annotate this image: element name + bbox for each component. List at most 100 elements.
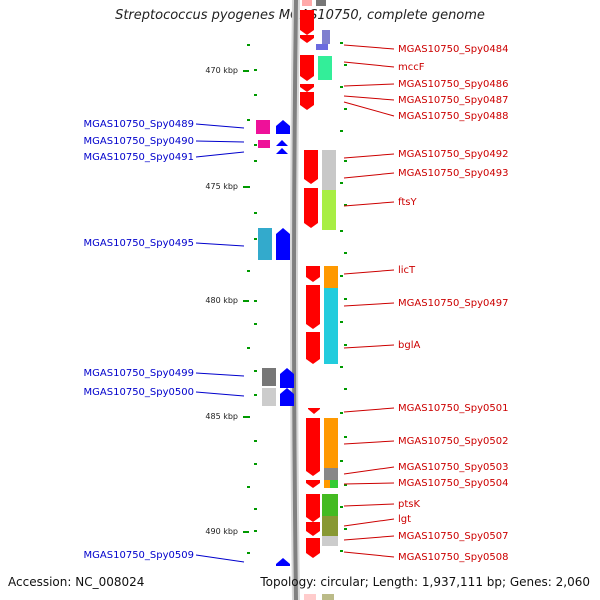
label-connector-right — [343, 61, 395, 68]
tick-mark-right — [340, 275, 343, 277]
label-connector-left — [195, 123, 245, 129]
gene-label-left: MGAS10750_Spy0500 — [84, 387, 194, 398]
tick-mark-left — [254, 300, 257, 302]
label-connector-right — [343, 503, 395, 507]
reverse-gene-arrow — [276, 228, 290, 260]
gene-function-block — [322, 536, 338, 546]
gene-function-block — [330, 480, 338, 488]
gene-label-right: mccF — [398, 62, 425, 73]
gene-function-block — [258, 228, 272, 260]
forward-gene-arrow — [300, 10, 314, 35]
tick-mark-right — [340, 182, 343, 184]
tick-mark-right — [344, 344, 347, 346]
genome-summary-text: Topology: circular; Length: 1,937,111 bp… — [260, 575, 590, 589]
gene-function-block — [256, 120, 270, 134]
tick-mark-right — [340, 42, 343, 44]
gene-label-right: MGAS10750_Spy0484 — [398, 44, 508, 55]
gene-function-block — [262, 388, 276, 406]
gene-function-block — [258, 140, 270, 148]
forward-gene-arrow — [306, 494, 320, 522]
gene-function-block — [322, 150, 336, 190]
gene-label-right: ftsY — [398, 197, 417, 208]
label-connector-right — [343, 101, 395, 117]
gene-label-right: MGAS10750_Spy0488 — [398, 111, 508, 122]
reverse-gene-arrow — [276, 140, 288, 146]
tick-mark-left — [254, 463, 257, 465]
label-connector-left — [195, 242, 245, 247]
ruler-tick-mark — [243, 531, 249, 533]
ruler-tick-mark — [243, 70, 249, 72]
edge-gene-fragment-bottom — [322, 594, 334, 600]
forward-gene-arrow — [306, 266, 320, 282]
tick-mark-right — [340, 86, 343, 88]
gene-label-right: MGAS10750_Spy0508 — [398, 552, 508, 563]
reverse-gene-arrow — [280, 388, 294, 406]
gene-function-block — [324, 288, 338, 364]
gene-function-block — [322, 190, 336, 230]
tick-mark-right — [344, 436, 347, 438]
reverse-gene-arrow — [280, 368, 294, 388]
gene-label-left: MGAS10750_Spy0509 — [84, 550, 194, 561]
label-connector-right — [343, 302, 395, 307]
tick-mark-right — [344, 252, 347, 254]
label-connector-right — [343, 518, 395, 527]
tick-mark-left — [247, 119, 250, 121]
gene-label-right: MGAS10750_Spy0493 — [398, 168, 508, 179]
tick-mark-left — [247, 44, 250, 46]
gene-label-right: lgt — [398, 514, 411, 525]
gene-label-left: MGAS10750_Spy0490 — [84, 136, 194, 147]
edge-gene-fragment-top — [302, 0, 312, 6]
label-connector-right — [343, 83, 395, 87]
gene-label-left: MGAS10750_Spy0491 — [84, 152, 194, 163]
tick-mark-right — [340, 506, 343, 508]
reverse-gene-arrow — [276, 558, 290, 566]
gene-function-block — [322, 30, 330, 44]
tick-mark-right — [344, 204, 347, 206]
tick-mark-left — [254, 323, 257, 325]
tick-mark-left — [254, 370, 257, 372]
tick-mark-left — [254, 508, 257, 510]
tick-mark-left — [254, 69, 257, 71]
label-connector-left — [195, 140, 245, 143]
gene-function-block — [324, 468, 338, 480]
gene-label-left: MGAS10750_Spy0499 — [84, 368, 194, 379]
forward-gene-arrow — [306, 522, 320, 536]
forward-gene-arrow — [300, 92, 314, 110]
label-connector-right — [343, 344, 395, 349]
gene-label-right: MGAS10750_Spy0492 — [398, 149, 508, 160]
forward-gene-arrow — [306, 418, 320, 476]
ruler-tick-label: 475 kbp — [205, 182, 238, 191]
tick-mark-left — [247, 486, 250, 488]
label-connector-right — [343, 407, 395, 413]
gene-label-right: licT — [398, 265, 416, 276]
tick-mark-right — [340, 412, 343, 414]
tick-mark-left — [247, 270, 250, 272]
tick-mark-right — [340, 130, 343, 132]
forward-gene-arrow — [304, 150, 318, 184]
label-connector-right — [343, 440, 395, 445]
tick-mark-right — [340, 230, 343, 232]
tick-mark-right — [340, 460, 343, 462]
ruler-tick-label: 480 kbp — [205, 296, 238, 305]
tick-mark-left — [254, 212, 257, 214]
ruler-tick-mark — [243, 300, 249, 302]
gene-label-left: MGAS10750_Spy0489 — [84, 119, 194, 130]
tick-mark-right — [344, 484, 347, 486]
forward-gene-arrow — [300, 55, 314, 81]
tick-mark-left — [254, 94, 257, 96]
label-connector-right — [343, 269, 395, 275]
gene-label-right: MGAS10750_Spy0504 — [398, 478, 508, 489]
tick-mark-left — [254, 144, 257, 146]
tick-mark-right — [340, 550, 343, 552]
gene-label-right: MGAS10750_Spy0501 — [398, 403, 508, 414]
label-connector-left — [195, 372, 245, 377]
gene-label-left: MGAS10750_Spy0495 — [84, 238, 194, 249]
gene-label-right: MGAS10750_Spy0503 — [398, 462, 508, 473]
forward-gene-arrow — [300, 84, 314, 92]
ruler-tick-label: 485 kbp — [205, 412, 238, 421]
label-connector-right — [343, 172, 395, 179]
forward-gene-arrow — [308, 408, 320, 414]
edge-gene-fragment-bottom — [304, 594, 316, 600]
tick-mark-left — [247, 347, 250, 349]
tick-mark-right — [344, 160, 347, 162]
